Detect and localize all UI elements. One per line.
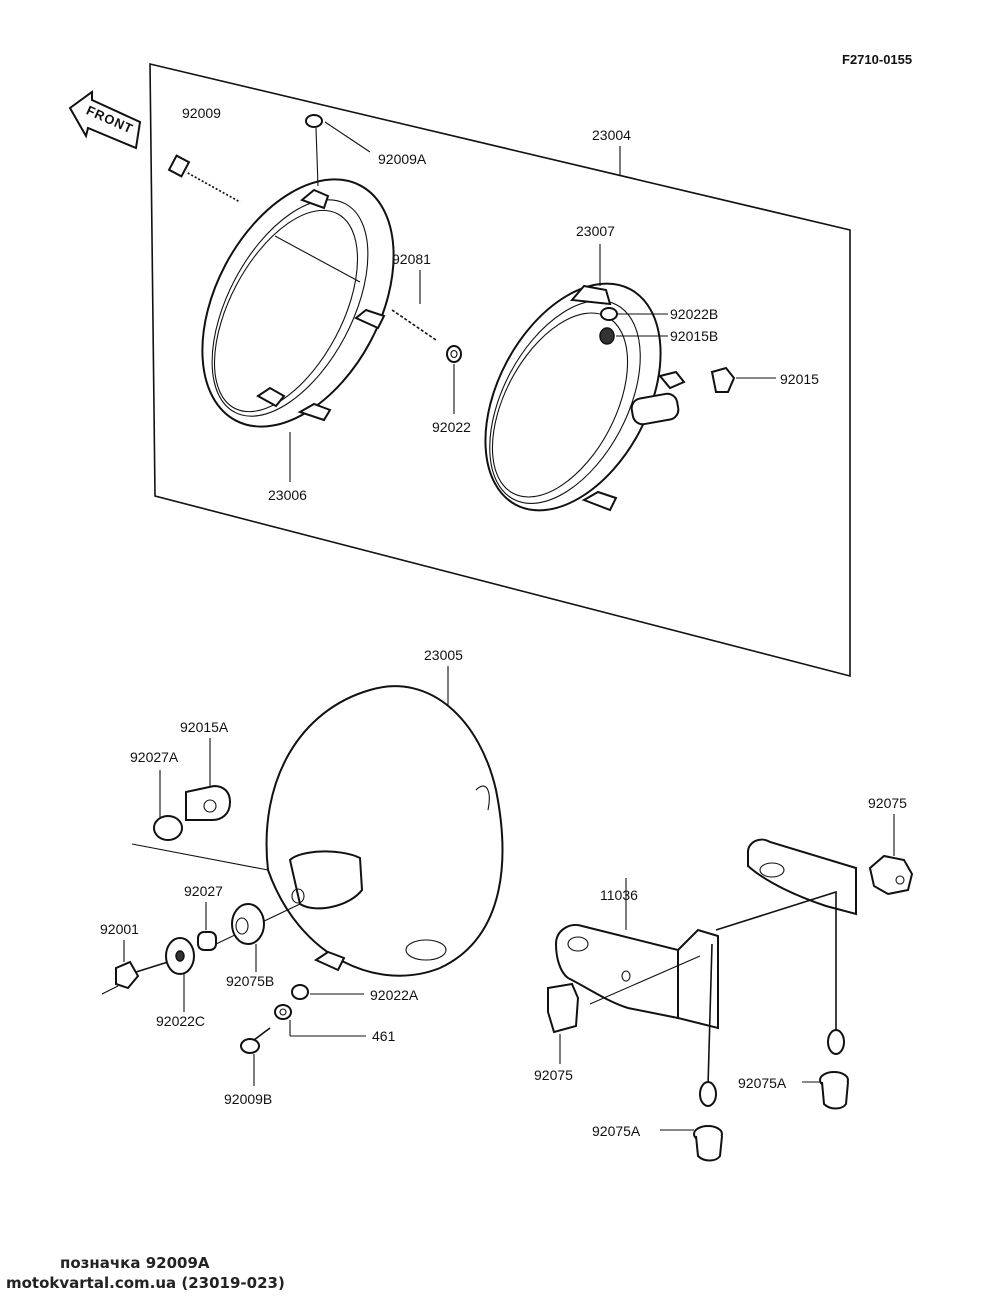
label-461: 461 [372, 1028, 396, 1044]
label-92027a: 92027A [130, 749, 179, 765]
nut-461 [274, 1004, 366, 1037]
bolt-92001 [101, 940, 169, 995]
grommet-92075b [231, 903, 265, 972]
label-92009: 92009 [182, 105, 221, 121]
washer-92022c [165, 937, 195, 1012]
label-11036: 11036 [600, 887, 638, 903]
label-23004: 23004 [592, 127, 631, 143]
spring-92081 [391, 270, 437, 341]
label-92027: 92027 [184, 883, 223, 899]
label-23006: 23006 [268, 487, 307, 503]
label-92001: 92001 [100, 921, 139, 937]
label-23005: 23005 [424, 647, 463, 663]
label-23007: 23007 [576, 223, 615, 239]
label-92075a-right: 92075A [738, 1075, 787, 1091]
label-92009b: 92009B [224, 1091, 272, 1107]
label-92081: 92081 [392, 251, 431, 267]
caption-line-1: позначка 92009A [60, 1254, 210, 1272]
label-92022: 92022 [432, 419, 471, 435]
washer-92022b [600, 307, 668, 321]
headlight-bracket-11036 [554, 838, 857, 1107]
label-92015b: 92015B [670, 328, 718, 344]
label-92075-top: 92075 [868, 795, 907, 811]
label-92015a: 92015A [180, 719, 229, 735]
label-92022a: 92022A [370, 987, 419, 1003]
nut-92022a [291, 984, 364, 1000]
nut-92022 [446, 345, 462, 414]
figure-code: F2710-0155 [842, 52, 912, 67]
clip-92075-top [868, 814, 914, 896]
label-92075-bottom: 92075 [534, 1067, 573, 1083]
label-92015: 92015 [780, 371, 819, 387]
screw-92009a [305, 114, 371, 187]
nut-92015b [599, 327, 668, 345]
caption-line-2: motokvartal.com.ua (23019-023) [6, 1274, 285, 1292]
headlight-reflector-23007 [484, 244, 686, 512]
part-labels: 92009 92009A 23004 92081 23007 92022B 92… [100, 105, 907, 1139]
grommet-92075a-right [802, 1071, 849, 1110]
headlight-shell-23005 [265, 666, 504, 977]
label-92022c: 92022C [156, 1013, 205, 1029]
front-arrow-icon: FRONT [68, 90, 142, 150]
clip-92075-bottom [547, 982, 580, 1064]
assembly-panel [149, 62, 851, 678]
nut-plate-92015a [185, 738, 232, 821]
label-92009a: 92009A [378, 151, 427, 167]
grommet-92075a-bottom [660, 1125, 723, 1162]
headlight-rim-23006 [201, 178, 395, 428]
collar-92027a [131, 770, 269, 871]
screw-92009 [167, 154, 241, 203]
label-92075b: 92075B [226, 973, 274, 989]
label-92075a-bottom: 92075A [592, 1123, 641, 1139]
nut-92015 [710, 366, 776, 393]
label-92022b: 92022B [670, 306, 718, 322]
screw-92009b [240, 1027, 271, 1086]
